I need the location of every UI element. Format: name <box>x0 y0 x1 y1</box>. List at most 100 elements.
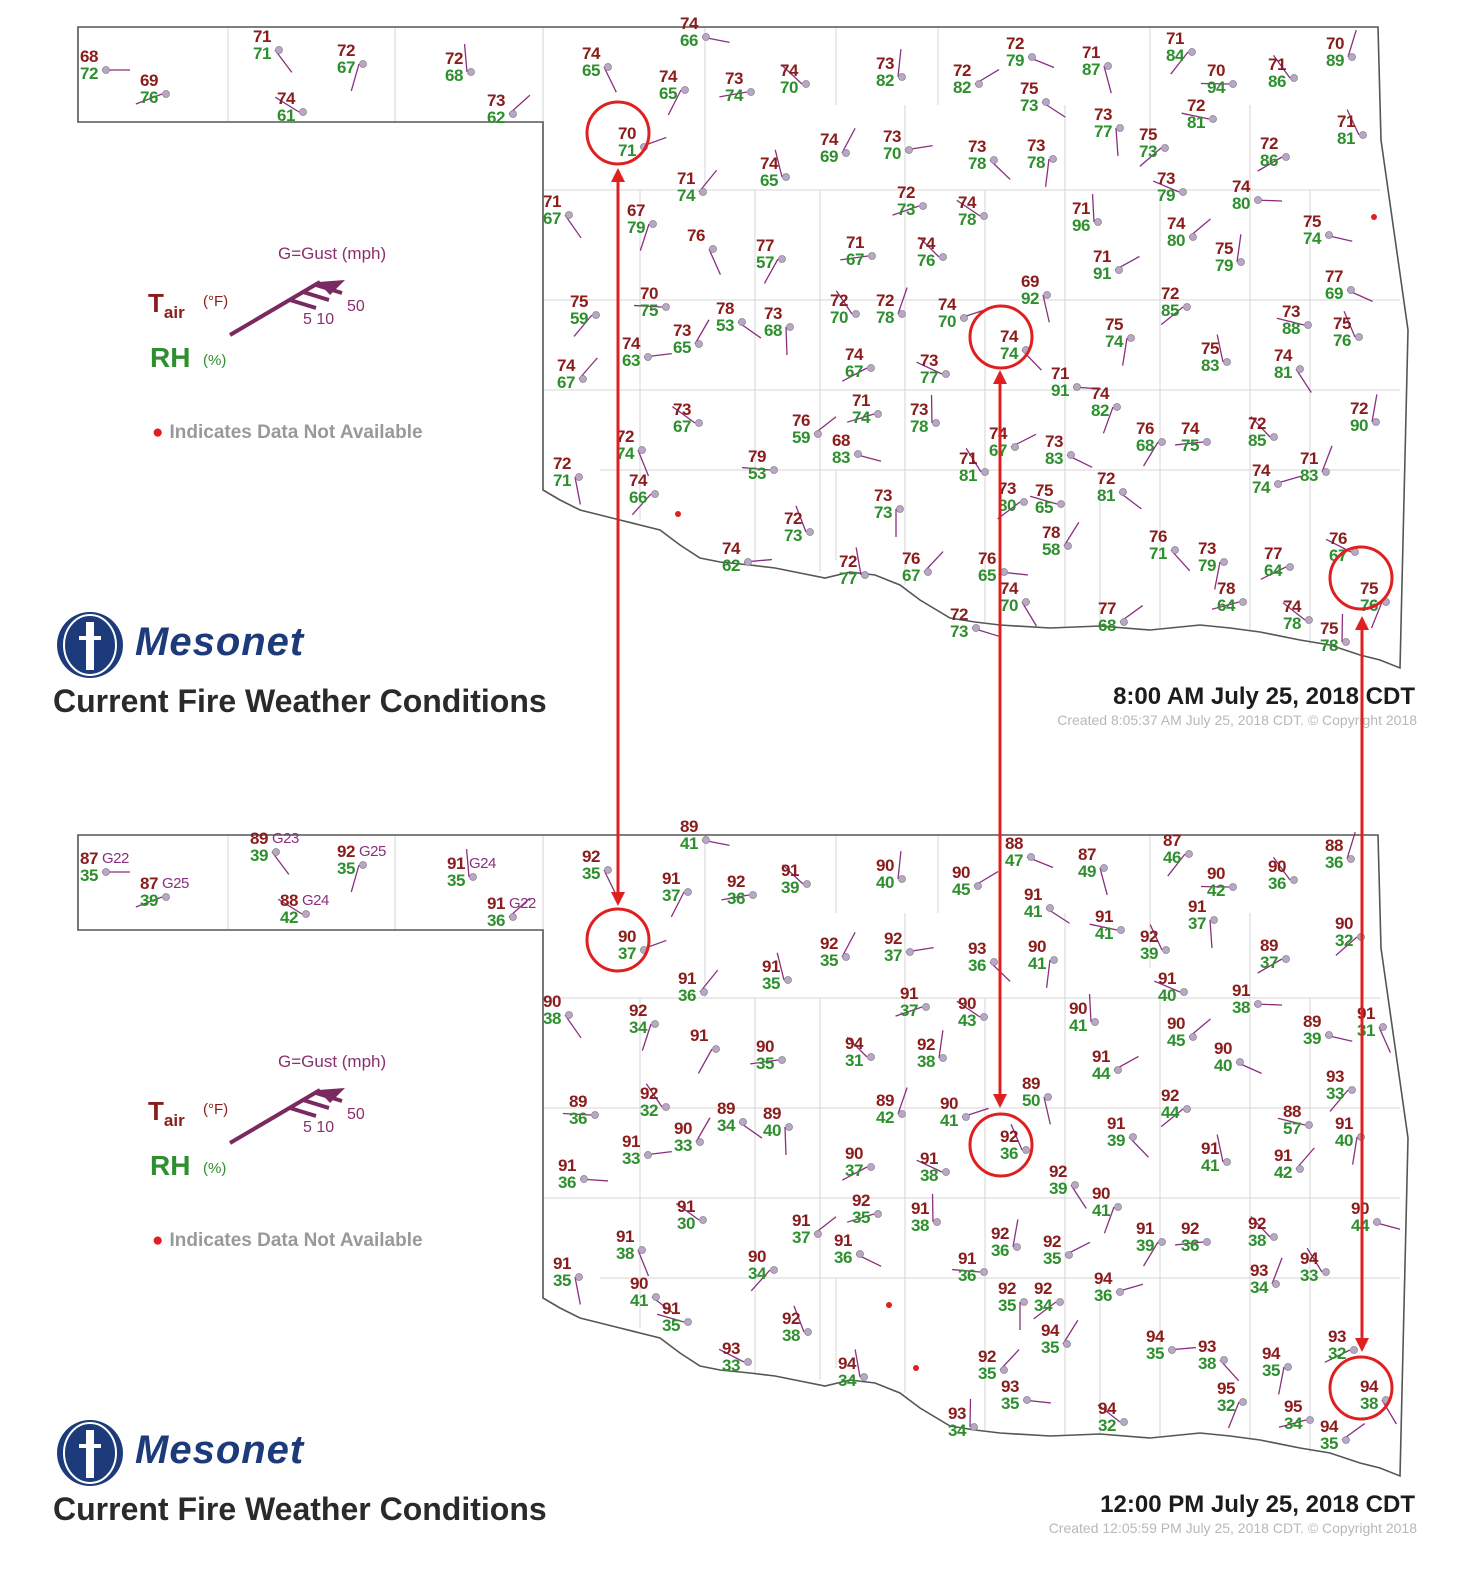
air-temperature: 92 <box>629 1001 647 1020</box>
station-dot-icon <box>898 310 906 318</box>
legend-rh-unit: (%) <box>203 352 227 369</box>
air-temperature: 77 <box>1325 267 1343 286</box>
station-dot-icon <box>1322 468 1330 476</box>
air-temperature: 90 <box>618 927 636 946</box>
relative-humidity: 35 <box>337 859 355 878</box>
air-temperature: 72 <box>1187 96 1205 115</box>
station-dot-icon <box>1013 1243 1021 1251</box>
station-dot-icon <box>932 419 940 427</box>
relative-humidity: 67 <box>846 250 864 269</box>
wind-barb-icon <box>1149 924 1163 951</box>
relative-humidity: 75 <box>1181 436 1199 455</box>
station-dot-icon <box>1188 48 1196 56</box>
station-dot-icon <box>770 466 778 474</box>
wind-barb-icon <box>1181 112 1210 120</box>
station-dot-icon <box>644 353 652 361</box>
relative-humidity: 71 <box>553 471 571 490</box>
station-dot-icon <box>1044 1093 1052 1101</box>
air-temperature: 93 <box>722 1339 740 1358</box>
wind-barb-icon <box>774 149 783 178</box>
wind-barb-icon <box>1273 856 1291 881</box>
air-temperature: 91 <box>622 1132 640 1151</box>
station-dot-icon <box>467 68 475 76</box>
air-temperature: 73 <box>883 127 901 146</box>
air-temperature: 71 <box>1093 247 1111 266</box>
relative-humidity: 32 <box>1335 931 1353 950</box>
relative-humidity: 80 <box>1167 231 1185 250</box>
station-dot-icon <box>695 340 703 348</box>
air-temperature: 79 <box>748 447 766 466</box>
station-dot-icon <box>696 1138 704 1146</box>
legend-tair-label: Tair <box>148 288 185 323</box>
air-temperature: 92 <box>884 929 902 948</box>
station-dot-icon <box>1022 598 1030 606</box>
air-temperature: 74 <box>1167 214 1185 233</box>
air-temperature: 94 <box>1098 1399 1116 1418</box>
air-temperature: 74 <box>1000 327 1018 346</box>
wind-barb-icon <box>1153 980 1181 993</box>
wind-barb-icon <box>1121 337 1128 366</box>
air-temperature: 76 <box>1136 419 1154 438</box>
wind-barb-icon <box>897 851 902 880</box>
relative-humidity: 38 <box>1360 1394 1378 1413</box>
relative-humidity: 78 <box>1283 614 1301 633</box>
created-note: Created 12:05:59 PM July 25, 2018 CDT. ©… <box>1048 1520 1417 1536</box>
wind-barb-icon <box>563 1112 592 1116</box>
station-dot-icon <box>652 1293 660 1301</box>
relative-humidity: 33 <box>622 1149 640 1168</box>
relative-humidity: 39 <box>1303 1029 1321 1048</box>
air-temperature: 75 <box>1105 315 1123 334</box>
relative-humidity: 38 <box>911 1216 929 1235</box>
station-dot-icon <box>744 1358 752 1366</box>
legend-rh-label: RH <box>150 342 191 373</box>
station-dot-icon <box>1183 1105 1191 1113</box>
wind-barb-icon <box>1143 441 1159 467</box>
station-dot-icon <box>739 1118 747 1126</box>
air-temperature: 76 <box>978 549 996 568</box>
relative-humidity: 32 <box>1328 1344 1346 1363</box>
station-dot-icon <box>684 888 692 896</box>
air-temperature: 72 <box>784 509 802 528</box>
relative-humidity: 35 <box>553 1271 571 1290</box>
station-dot-icon <box>638 446 646 454</box>
station-dot-icon <box>1359 131 1367 139</box>
relative-humidity: 32 <box>1098 1416 1116 1435</box>
relative-humidity: 65 <box>659 84 677 103</box>
station-dot-icon <box>1290 876 1298 884</box>
air-temperature: 92 <box>917 1035 935 1054</box>
wind-barb-icon <box>1088 994 1092 1023</box>
air-temperature: 89 <box>1303 1012 1321 1031</box>
relative-humidity: 39 <box>140 891 158 910</box>
relative-humidity: 65 <box>582 61 600 80</box>
relative-humidity: 37 <box>1260 953 1278 972</box>
relative-humidity: 42 <box>1207 881 1225 900</box>
station-dot-icon <box>814 1230 822 1238</box>
wind-barb-icon <box>1260 566 1287 580</box>
air-temperature: 91 <box>900 984 918 1003</box>
legend-na-text: Indicates Data Not Available <box>169 422 423 443</box>
relative-humidity: 73 <box>1020 96 1038 115</box>
station-dot-icon <box>906 948 914 956</box>
relative-humidity: 36 <box>569 1109 587 1128</box>
legend-air: air <box>163 1111 185 1131</box>
